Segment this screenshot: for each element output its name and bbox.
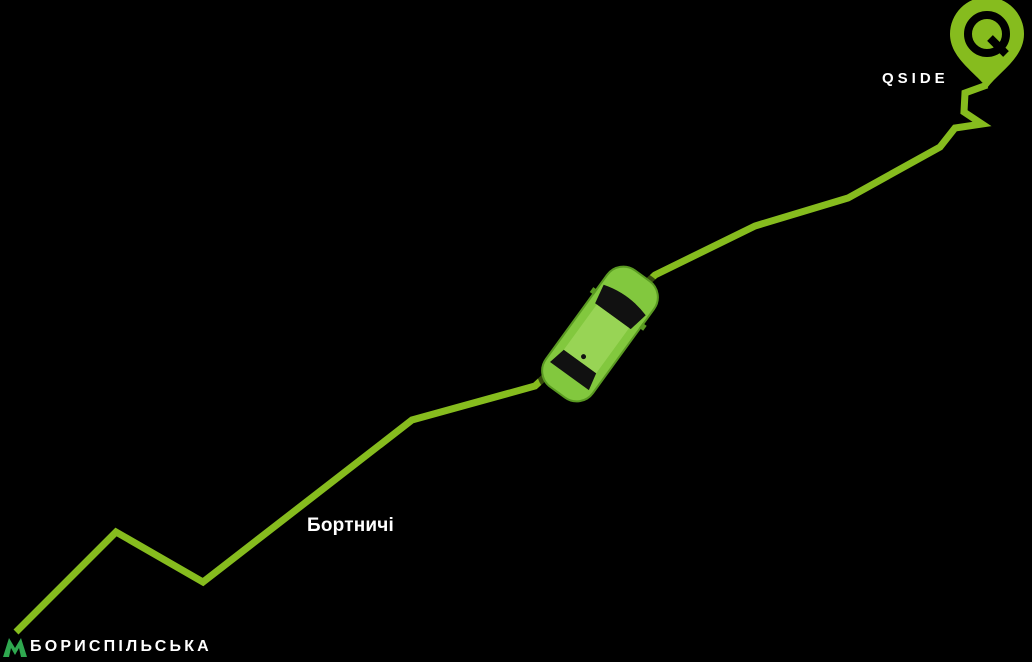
origin-station-label: БОРИСПІЛЬСЬКА: [30, 638, 212, 655]
route-line: [13, 81, 992, 635]
waypoint-label: Бортничі: [307, 515, 394, 536]
map-pin-q-icon[interactable]: [950, 0, 1024, 88]
metro-m-icon: [3, 638, 27, 657]
car-icon: [536, 261, 664, 407]
destination-label: QSIDE: [882, 70, 949, 87]
